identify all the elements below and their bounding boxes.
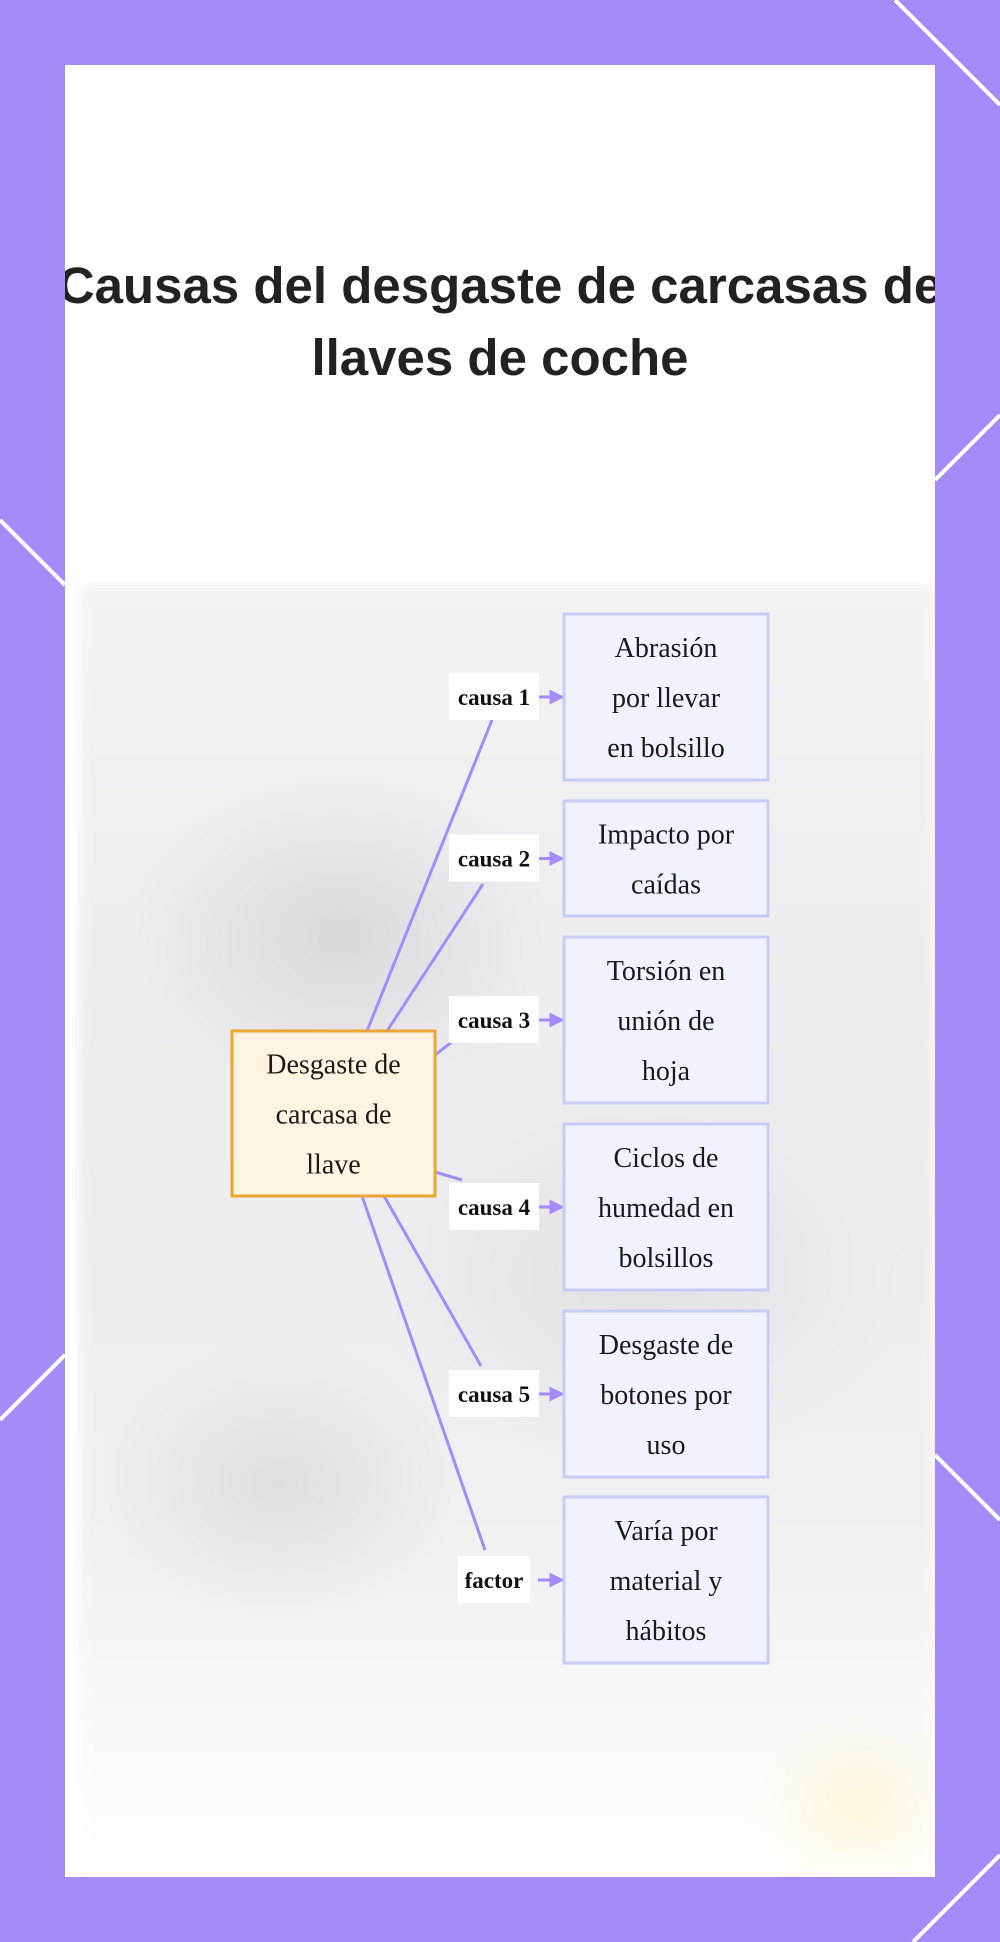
leaf-node-text: Ciclos de [614, 1143, 719, 1174]
leaf-node-text: Impacto por [598, 820, 735, 851]
leaf-node-text: caídas [631, 870, 701, 901]
leaf-node-box [562, 1309, 770, 1479]
leaf-node-box [562, 935, 770, 1105]
leaf-node-text: Desgaste de [599, 1330, 734, 1361]
edge-label-bg [458, 1556, 530, 1603]
leaf-node-box [562, 799, 770, 918]
root-node: Desgaste de carcasa de llave [230, 1029, 437, 1198]
root-node-text: carcasa de [276, 1100, 392, 1131]
leaf-node-box [562, 1495, 770, 1665]
leaf-node-text: hábitos [626, 1616, 707, 1647]
edge-label-bg [449, 834, 539, 882]
edge-label: causa 1 [458, 685, 530, 710]
leaf-node-text: humedad en [598, 1193, 734, 1224]
edge-label: causa 3 [458, 1008, 530, 1033]
leaf-node-text: uso [647, 1430, 686, 1461]
leaf-node-text: Varía por [614, 1516, 718, 1547]
leaf-node-text: por llevar [612, 683, 721, 714]
edge-line [365, 719, 494, 1032]
leaf-node-text: botones por [600, 1380, 732, 1411]
edge-label-bg [449, 1183, 539, 1230]
edge-label: causa 5 [458, 1382, 530, 1407]
edge-label-bg [449, 673, 539, 720]
leaf-node-text: en bolsillo [607, 733, 724, 764]
root-node-box [230, 1029, 437, 1198]
leaf-node-text: material y [610, 1566, 723, 1597]
edge-label: factor [465, 1568, 524, 1593]
leaf-node-text: bolsillos [619, 1243, 714, 1274]
title-line-1: Causas del desgaste de carcasas de [65, 257, 935, 314]
edge-label-bg [449, 1370, 539, 1417]
edge-line [434, 1170, 463, 1182]
edge-label: causa 2 [458, 847, 530, 872]
edge-line [360, 1195, 487, 1551]
leaf-node-box [562, 1122, 770, 1292]
root-node-text: Desgaste de [266, 1050, 401, 1081]
leaf-node-text: Torsión en [607, 956, 726, 987]
leaf-node-text: hoja [642, 1056, 691, 1087]
edge-line [385, 883, 485, 1032]
title-line-2: llaves de coche [311, 329, 689, 386]
page-title: Causas del desgaste de carcasas de llave… [65, 250, 935, 394]
leaf-node-text: Abrasión [615, 633, 718, 664]
content-card: Causas del desgaste de carcasas de llave… [65, 65, 935, 1877]
leaf-node-text: unión de [617, 1006, 714, 1037]
leaf-node-box [562, 612, 770, 782]
edge-label-bg [449, 996, 539, 1043]
edge-label: causa 4 [458, 1195, 531, 1220]
root-node-text: llave [306, 1150, 360, 1181]
edge-line [382, 1195, 483, 1367]
